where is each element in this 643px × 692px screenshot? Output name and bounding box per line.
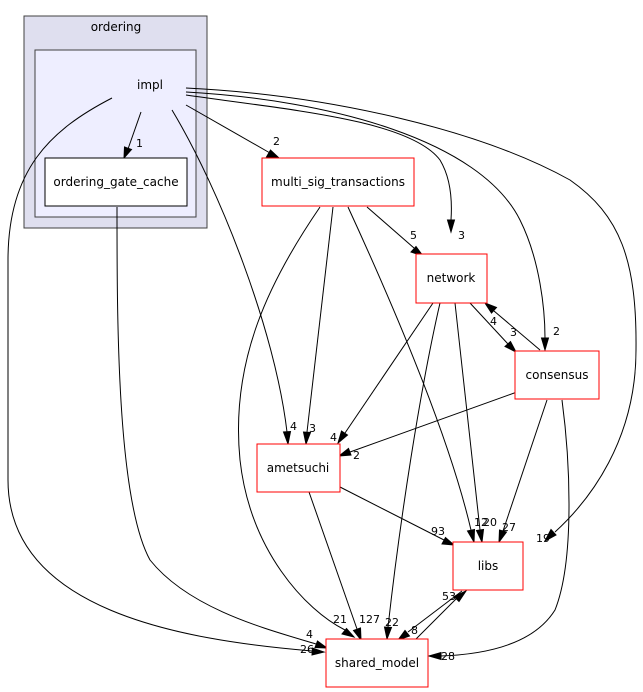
edge-network-ametsuchi <box>344 302 434 434</box>
edge-mst-ametsuchi <box>306 206 334 433</box>
node-box <box>452 541 524 591</box>
edge-mst-libs <box>347 206 472 531</box>
node-label: libs <box>478 559 499 573</box>
edges: 1 2 3 2 4 19 26 4 5 <box>7 87 637 663</box>
edge-arrow <box>302 431 312 446</box>
edge-impl-libs <box>185 87 637 533</box>
edge-label: 2 <box>273 135 280 148</box>
edge-label: 1 <box>136 137 143 150</box>
edge-arrow <box>265 149 281 159</box>
node-box <box>415 253 488 304</box>
edge-mst-shared <box>237 206 346 631</box>
edge-label: 93 <box>431 525 445 538</box>
edge-label: 26 <box>300 643 314 656</box>
cluster-ordering-label[interactable]: ordering <box>91 20 142 34</box>
node-multi-sig-transactions[interactable]: multi_sig_transactions <box>261 157 415 207</box>
edge-arrow <box>498 529 508 544</box>
edge-ametsuchi-shared <box>308 491 358 630</box>
node-label: ordering_gate_cache <box>53 175 178 189</box>
edge-arrow <box>341 627 356 638</box>
edge-consensus-shared <box>439 399 570 657</box>
node-box <box>325 638 429 688</box>
edge-label: 127 <box>359 613 380 626</box>
node-libs[interactable]: libs <box>452 541 524 591</box>
edge-mst-network <box>366 206 415 249</box>
node-ordering-gate-cache[interactable]: ordering_gate_cache <box>44 157 188 207</box>
edge-arrow <box>314 640 329 649</box>
node-consensus[interactable]: consensus <box>514 350 600 400</box>
edge-arrow <box>337 430 349 445</box>
edge-label: 4 <box>490 315 497 328</box>
edge-libs-shared <box>407 590 463 633</box>
edge-arrow <box>453 589 468 603</box>
edge-label: 4 <box>330 431 337 444</box>
node-box <box>256 443 341 493</box>
node-ametsuchi[interactable]: ametsuchi <box>256 443 341 493</box>
edge-arrow <box>540 337 550 352</box>
edge-network-libs <box>454 302 481 531</box>
edge-label: 3 <box>510 326 517 339</box>
edge-consensus-ametsuchi <box>349 391 518 453</box>
edge-consensus-libs <box>502 399 548 532</box>
edge-arrow <box>441 536 456 546</box>
edge-arrow <box>383 626 393 641</box>
edge-label: 22 <box>385 616 399 629</box>
edge-arrow <box>337 447 352 457</box>
edge-arrow <box>123 146 133 160</box>
edge-label: 4 <box>306 628 313 641</box>
edge-impl-ametsuchi <box>171 109 288 433</box>
edge-network-consensus <box>469 302 509 345</box>
edge-arrow <box>475 528 485 544</box>
edge-label: 4 <box>290 420 297 433</box>
edge-arrow <box>311 647 326 656</box>
edge-label: 21 <box>333 613 347 626</box>
edge-shared-libs <box>414 598 457 641</box>
edge-arrow <box>282 430 292 446</box>
node-label: ametsuchi <box>267 461 330 475</box>
edge-arrow <box>446 219 456 234</box>
edge-label: 20 <box>483 516 497 529</box>
edge-network-shared <box>387 302 441 628</box>
edge-label: 2 <box>553 325 560 338</box>
edge-label: 53 <box>442 590 456 603</box>
edge-arrow <box>483 301 498 314</box>
node-label: multi_sig_transactions <box>271 175 405 189</box>
edge-label: 2 <box>353 449 360 462</box>
node-network[interactable]: network <box>415 253 488 304</box>
edge-impl-network <box>185 94 452 221</box>
node-box <box>261 157 415 207</box>
edge-label: 28 <box>441 650 455 663</box>
edge-impl-shared <box>7 97 313 652</box>
edge-label: 19 <box>536 532 550 545</box>
edge-arrow <box>504 340 518 354</box>
edge-ametsuchi-libs <box>339 486 445 541</box>
edge-consensus-network <box>493 310 541 351</box>
edge-arrow <box>543 528 557 543</box>
edge-ogc-shared <box>116 206 317 645</box>
edge-label: 12 <box>474 516 488 529</box>
edge-arrow <box>427 651 442 661</box>
node-shared-model[interactable]: shared_model <box>325 638 429 688</box>
edge-label: 8 <box>411 624 418 637</box>
edge-label: 27 <box>502 521 516 534</box>
node-label: network <box>427 271 476 285</box>
edge-label: 3 <box>309 422 316 435</box>
node-box <box>44 157 188 207</box>
edge-label: 3 <box>458 229 465 242</box>
edge-arrow <box>466 528 476 544</box>
edge-impl-mst <box>185 104 271 154</box>
node-label: consensus <box>526 368 589 382</box>
node-box <box>514 350 600 400</box>
node-impl-label[interactable]: impl <box>137 78 163 92</box>
edge-impl-consensus <box>185 91 546 339</box>
edge-label: 5 <box>410 229 417 242</box>
node-label: shared_model <box>335 656 419 670</box>
edge-impl-ogc <box>127 111 142 150</box>
edge-arrow <box>396 629 411 642</box>
edge-arrow <box>352 627 362 642</box>
